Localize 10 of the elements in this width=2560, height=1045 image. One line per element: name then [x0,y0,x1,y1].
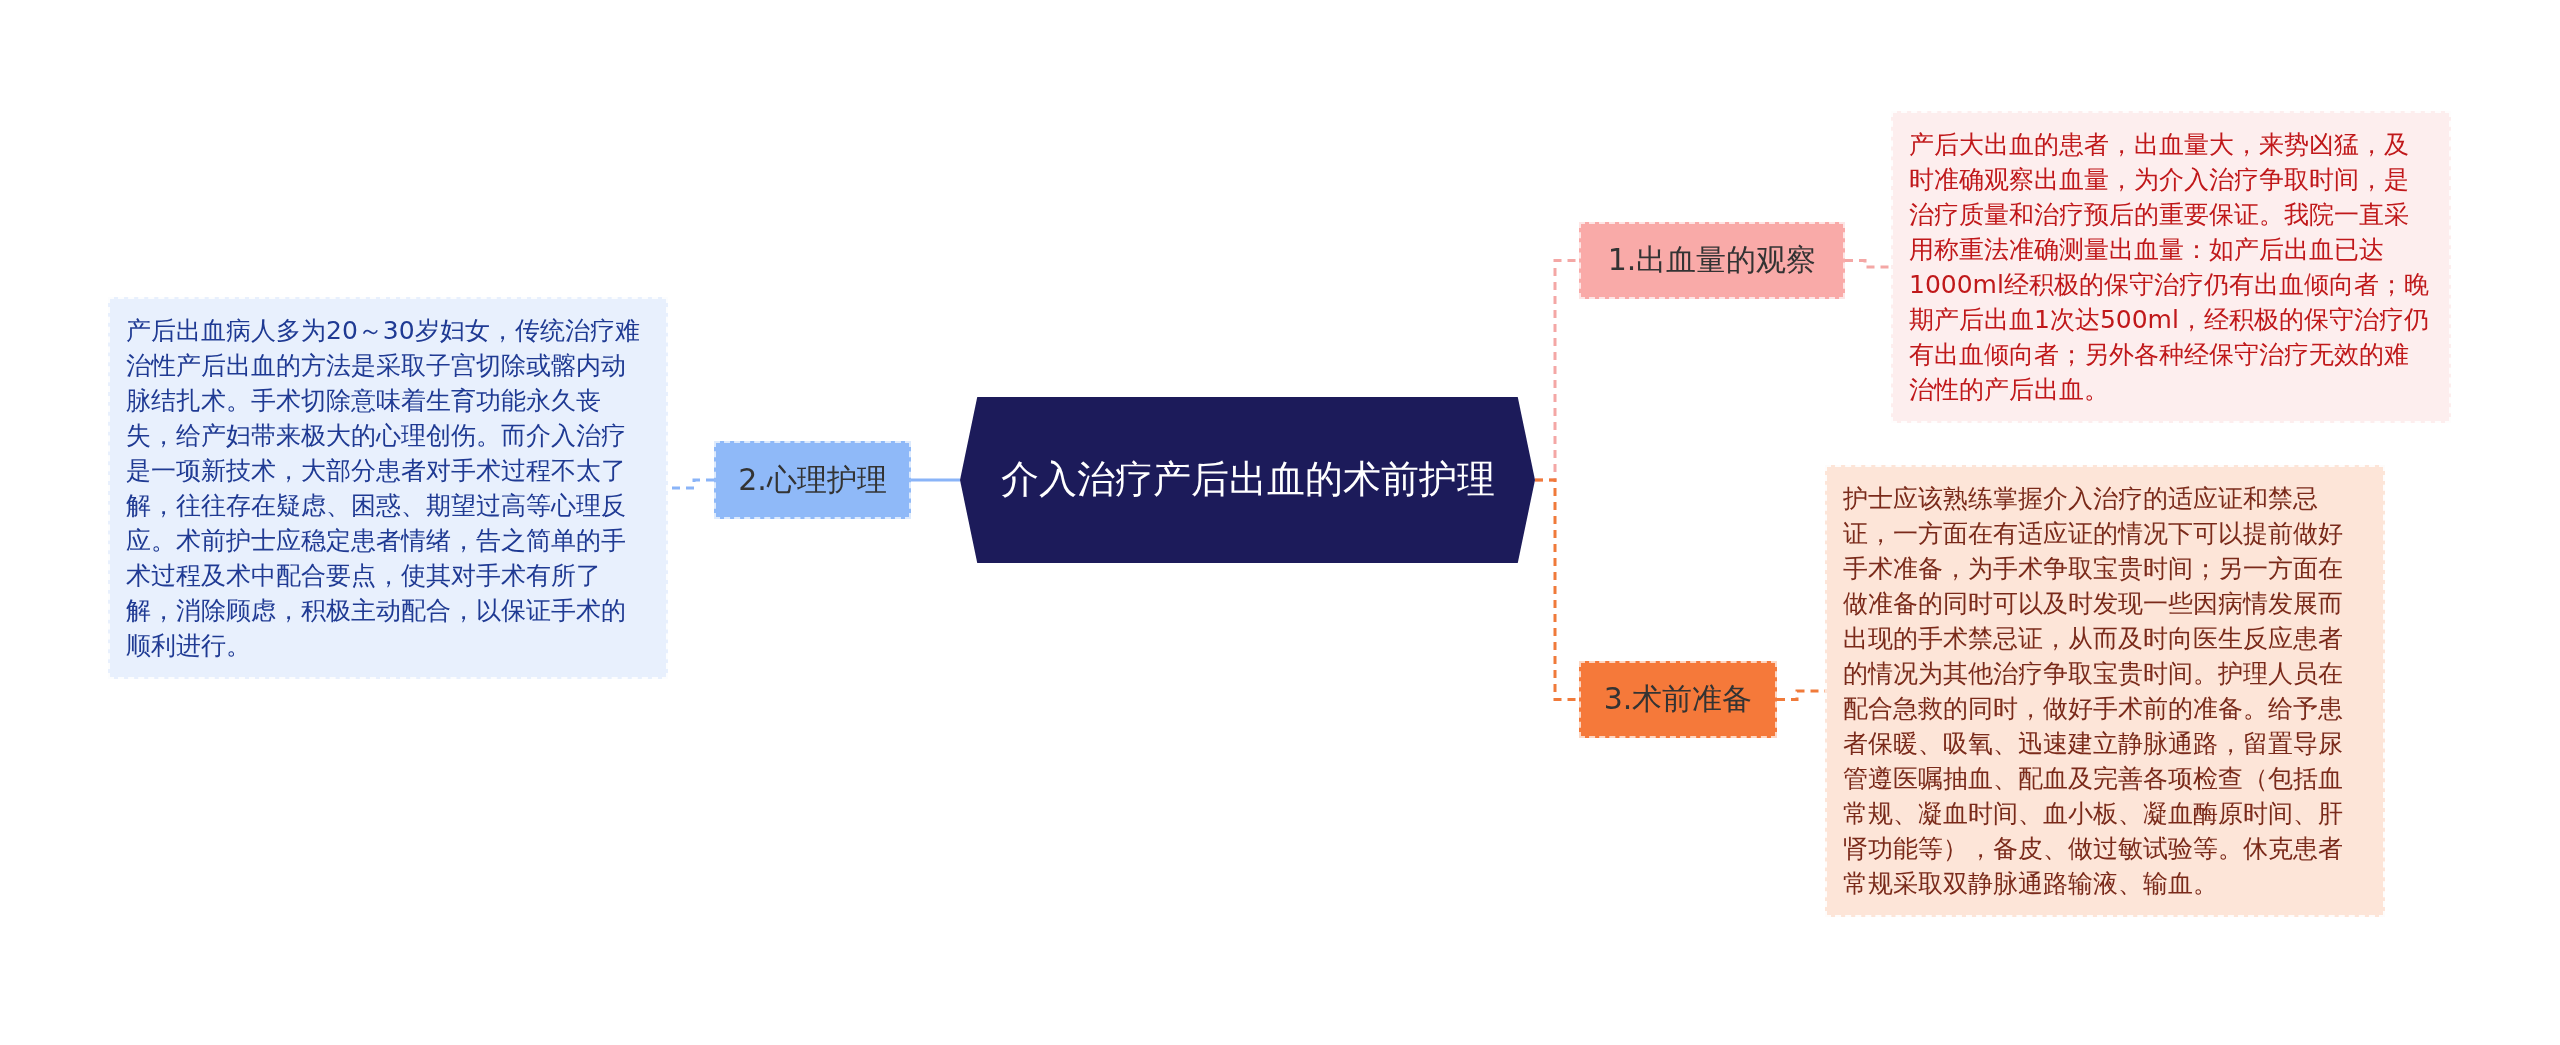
detail-note: 护士应该熟练掌握介入治疗的适应证和禁忌证，一方面在有适应证的情况下可以提前做好手术准备，为手术争取宝贵时间；另一方面在做准备的同时可以及时发现一些因病情发展而出现的手术禁忌证，从而及时向医生反应患者的情况为其他治疗争取宝贵时间。护理人员在配合急救的同时，做好手术前的准备。给予患者保暖、吸氧、迅速建立静脉通路，留置导尿管遵医嘱抽血、配血及完善各项检查（包括血常规、凝血时间、血小板、凝血酶原时间、肝肾功能等），备皮、做过敏试验等。休克患者常规采取双静脉通路输液、输血。 [1825,465,2385,917]
detail-note: 产后出血病人多为20～30岁妇女，传统治疗难治性产后出血的方法是采取子宫切除或髂内动脉结扎术。手术切除意味着生育功能永久丧失，给产妇带来极大的心理创伤。而介入治疗是一项新技术，大部分患者对手术过程不太了解，往往存在疑虑、困惑、期望过高等心理反应。术前护士应稳定患者情绪，告之简单的手术过程及术中配合要点，使其对手术有所了解，消除顾虑，积极主动配合，以保证手术的顺利进行。 [108,297,668,679]
branch-topic: 3.术前准备 [1579,661,1777,738]
central-topic-hexagon: 介入治疗产后出血的术前护理 [960,397,1535,563]
branch-topic: 1.出血量的观察 [1579,222,1845,299]
branch-topic: 2.心理护理 [714,441,911,519]
detail-note: 产后大出血的患者，出血量大，来势凶猛，及时准确观察出血量，为介入治疗争取时间，是治疗质量和治疗预后的重要保证。我院一直采用称重法准确测量出血量：如产后出血已达1000ml经积极的保守治疗仍有出血倾向者；晚期产后出血1次达500ml，经积极的保守治疗仍有出血倾向者；另外各种经保守治疗无效的难治性的产后出血。 [1891,111,2451,423]
connector-line [911,478,960,482]
connector-line [1845,259,1891,269]
connector-line [1535,478,1579,701]
